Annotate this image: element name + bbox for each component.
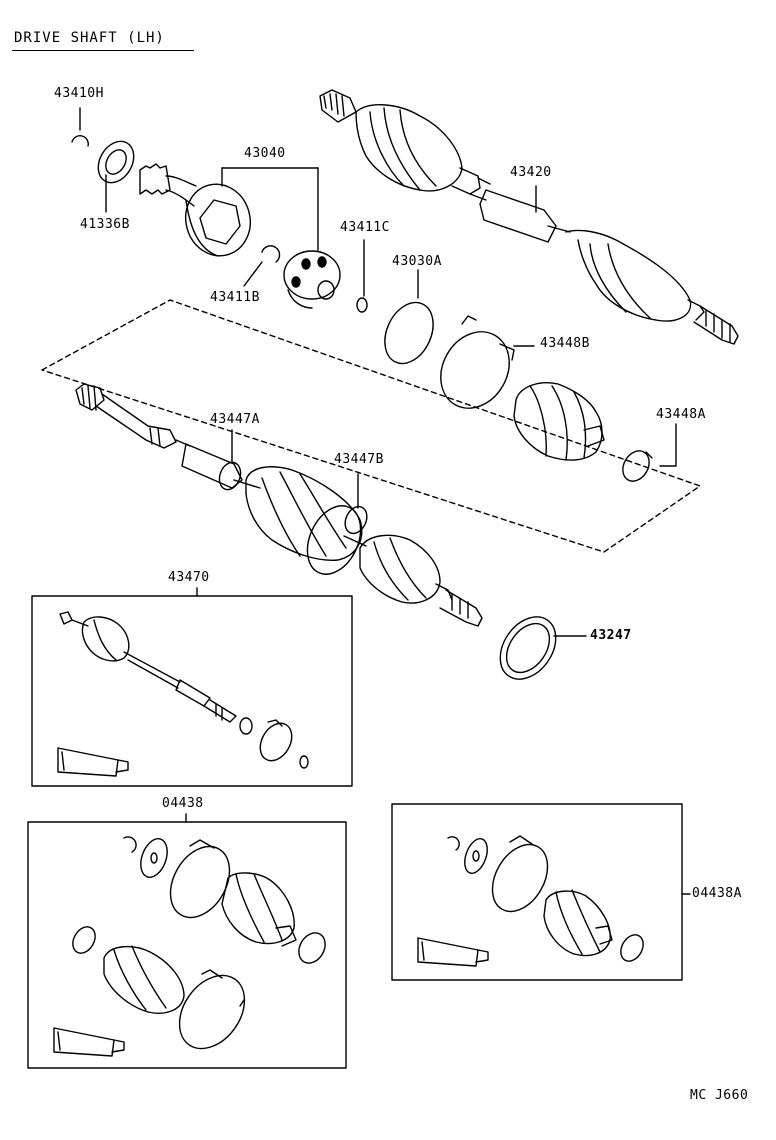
label-43410h: 43410H	[54, 86, 104, 101]
dashed-group-outline	[41, 299, 701, 553]
label-43247: 43247	[590, 628, 632, 643]
kit-box-04438a	[391, 803, 691, 981]
snap-ring-43411b	[243, 245, 281, 287]
label-43448b: 43448B	[540, 336, 590, 351]
snap-ring-43410h	[71, 107, 89, 147]
title-underline	[12, 50, 194, 51]
boot-43447	[513, 382, 605, 461]
label-43030a: 43030A	[392, 254, 442, 269]
label-43448a: 43448A	[656, 407, 706, 422]
ring-43030a	[384, 269, 434, 365]
label-43447b: 43447B	[334, 452, 384, 467]
boot-clamp-43448a	[622, 423, 677, 482]
boot-clamp-43447b	[306, 473, 368, 575]
dust-deflector-43247	[499, 616, 587, 680]
label-43420: 43420	[510, 165, 552, 180]
drive-shaft-assy-upper	[319, 89, 739, 345]
label-04438: 04438	[162, 796, 204, 811]
label-43411b: 43411B	[210, 290, 260, 305]
label-43447a: 43447A	[210, 412, 260, 427]
label-41336b: 41336B	[80, 217, 130, 232]
snap-ring-43411c	[356, 239, 368, 313]
label-43040: 43040	[244, 146, 286, 161]
boot-clamp-43448b	[440, 315, 535, 409]
boot-clamp-43447a	[218, 429, 242, 491]
label-43470: 43470	[168, 570, 210, 585]
kit-box-04438	[27, 813, 347, 1069]
drawing-code: MC J660	[690, 1088, 749, 1103]
label-43411c: 43411C	[340, 220, 390, 235]
washer-41336b	[97, 140, 135, 213]
label-04438a: 04438A	[692, 886, 742, 901]
kit-box-43470	[31, 587, 353, 787]
drive-shaft-assy-lower	[75, 383, 483, 627]
outer-race-43040	[139, 163, 251, 257]
tripod-joint-43040	[283, 250, 341, 309]
diagram-title: DRIVE SHAFT (LH)	[14, 30, 165, 46]
leader-43040	[221, 167, 319, 251]
